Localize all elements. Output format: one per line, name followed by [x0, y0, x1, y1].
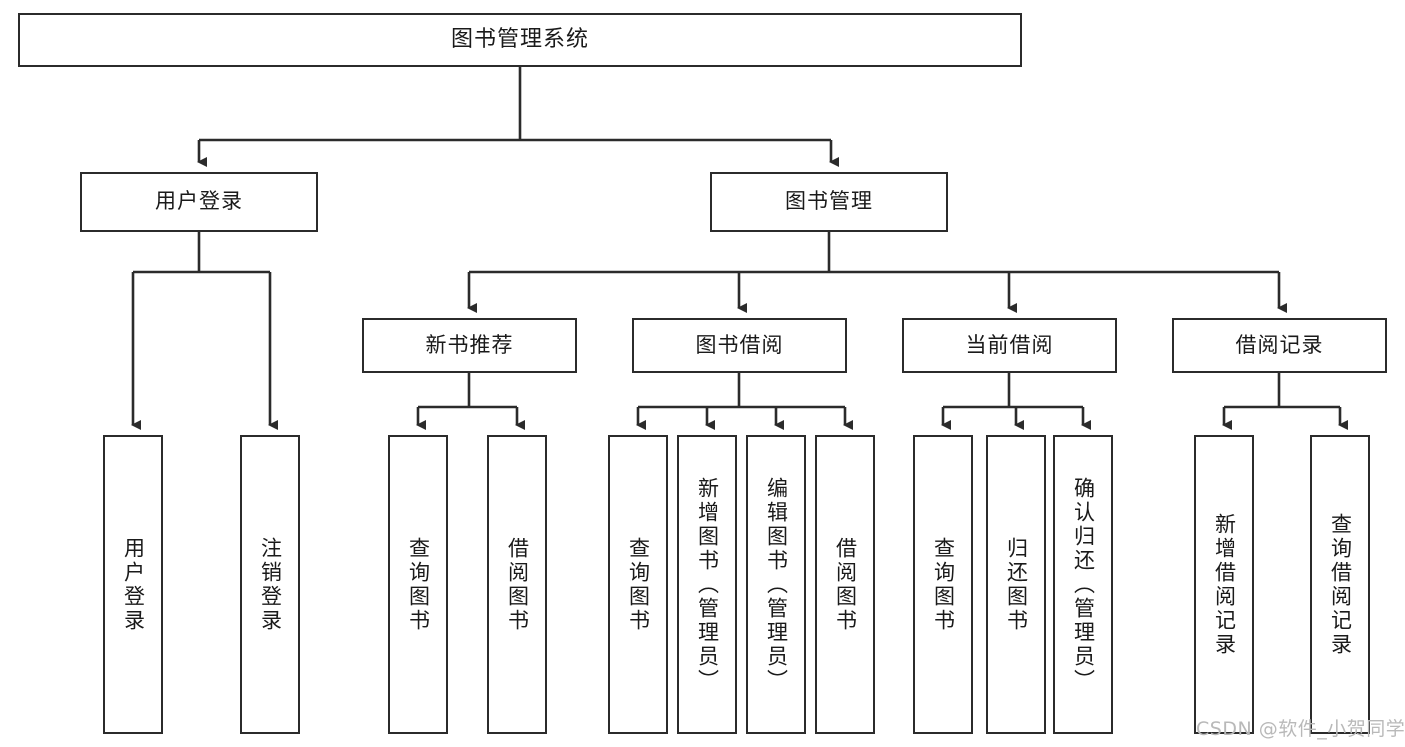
node-current-borrow[interactable]: 当前借阅 [902, 318, 1117, 373]
node-book-manage-label: 图书管理 [785, 189, 873, 214]
node-leaf-query-book-2[interactable]: 查询图书 [608, 435, 668, 734]
node-leaf-confirm-return[interactable]: 确认归还（管理员） [1053, 435, 1113, 734]
node-user-login[interactable]: 用户登录 [80, 172, 318, 232]
node-leaf-query-book-3[interactable]: 查询图书 [913, 435, 973, 734]
node-leaf-borrow-book-1[interactable]: 借阅图书 [487, 435, 547, 734]
node-leaf-user-login[interactable]: 用户登录 [103, 435, 163, 734]
node-leaf-user-login-label: 用户登录 [121, 536, 146, 633]
node-leaf-query-book-3-label: 查询图书 [931, 536, 956, 633]
node-leaf-return-book-label: 归还图书 [1004, 536, 1029, 633]
node-leaf-borrow-book-1-label: 借阅图书 [505, 536, 530, 633]
node-leaf-logout-label: 注销登录 [258, 536, 283, 633]
node-leaf-add-book-label: 新增图书（管理员） [695, 476, 720, 693]
node-book-borrow[interactable]: 图书借阅 [632, 318, 847, 373]
node-book-manage[interactable]: 图书管理 [710, 172, 948, 232]
node-new-book-recommend-label: 新书推荐 [425, 332, 514, 357]
node-leaf-add-record-label: 新增借阅记录 [1212, 512, 1237, 657]
node-root-label: 图书管理系统 [450, 26, 589, 52]
node-leaf-logout[interactable]: 注销登录 [240, 435, 300, 734]
node-leaf-query-book-1[interactable]: 查询图书 [388, 435, 448, 734]
node-leaf-query-record[interactable]: 查询借阅记录 [1310, 435, 1370, 734]
node-leaf-add-record[interactable]: 新增借阅记录 [1194, 435, 1254, 734]
node-leaf-query-book-1-label: 查询图书 [406, 536, 431, 633]
node-new-book-recommend[interactable]: 新书推荐 [362, 318, 577, 373]
node-leaf-return-book[interactable]: 归还图书 [986, 435, 1046, 734]
csdn-watermark: CSDN @软件_小贺同学 [1196, 718, 1405, 740]
node-leaf-borrow-book-2[interactable]: 借阅图书 [815, 435, 875, 734]
node-leaf-query-book-2-label: 查询图书 [626, 536, 651, 633]
node-current-borrow-label: 当前借阅 [965, 332, 1054, 357]
node-user-login-label: 用户登录 [155, 189, 243, 214]
node-book-borrow-label: 图书借阅 [695, 332, 784, 357]
node-leaf-edit-book-label: 编辑图书（管理员） [764, 476, 789, 693]
node-borrow-record[interactable]: 借阅记录 [1172, 318, 1387, 373]
node-root[interactable]: 图书管理系统 [18, 13, 1022, 67]
node-leaf-confirm-return-label: 确认归还（管理员） [1071, 476, 1096, 693]
node-leaf-borrow-book-2-label: 借阅图书 [833, 536, 858, 633]
node-leaf-edit-book[interactable]: 编辑图书（管理员） [746, 435, 806, 734]
node-leaf-query-record-label: 查询借阅记录 [1328, 512, 1353, 657]
node-borrow-record-label: 借阅记录 [1235, 332, 1324, 357]
node-leaf-add-book[interactable]: 新增图书（管理员） [677, 435, 737, 734]
